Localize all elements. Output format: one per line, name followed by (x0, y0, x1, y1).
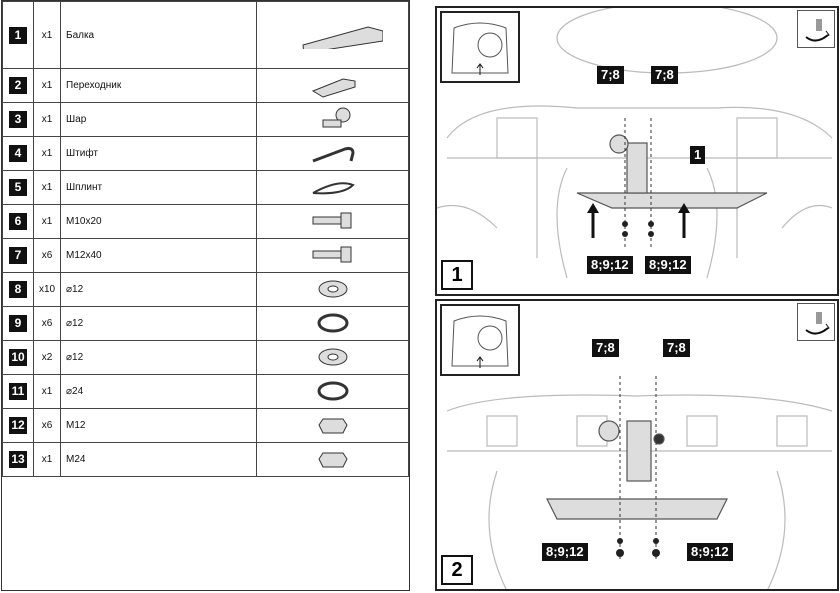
part-number: 4 (2, 136, 34, 171)
beam-icon (301, 25, 383, 63)
part-image (256, 68, 409, 103)
bolt-icon (312, 212, 351, 229)
callout-part-1: 1 (690, 146, 706, 164)
part-description: M24 (60, 442, 257, 477)
part-description: Переходник (60, 68, 257, 103)
part-image (256, 408, 409, 443)
part-number: 2 (2, 68, 34, 103)
callout-bottom-left: 8;9;12 (542, 543, 588, 561)
nut-icon (317, 452, 348, 468)
rotate-icon (797, 303, 835, 341)
bolt-icon (312, 246, 351, 263)
part-description: Шплинт (60, 170, 257, 205)
step-1-drawing (437, 8, 833, 279)
nut-icon (317, 418, 348, 434)
part-number: 9 (2, 306, 34, 341)
callout-bottom-right: 8;9;12 (645, 256, 691, 274)
part-description: M12 (60, 408, 257, 443)
callout-bottom-right: 8;9;12 (687, 543, 733, 561)
part-number: 12 (2, 408, 34, 443)
part-number: 6 (2, 204, 34, 239)
step-2-panel: 7;8 7;8 8;9;12 8;9;12 2 (435, 299, 839, 591)
step-1-panel: 7;8 7;8 1 8;9;12 8;9;12 1 (435, 6, 839, 296)
part-description: ⌀12 (60, 272, 257, 307)
part-description: ⌀12 (60, 340, 257, 375)
cotter-pin-icon (312, 182, 355, 195)
part-image (256, 136, 409, 171)
part-image (256, 1, 409, 69)
part-description: ⌀12 (60, 306, 257, 341)
part-description: M10x20 (60, 204, 257, 239)
part-quantity: x1 (33, 102, 61, 137)
part-description: ⌀24 (60, 374, 257, 409)
rotate-icon (797, 10, 835, 48)
vehicle-rear-thumbnail (440, 11, 520, 83)
part-quantity: x2 (33, 340, 61, 375)
callout-top-right: 7;8 (651, 66, 678, 84)
spring-washer-icon (317, 313, 348, 333)
part-quantity: x6 (33, 306, 61, 341)
part-quantity: x1 (33, 442, 61, 477)
part-image (256, 340, 409, 375)
pin-icon (311, 147, 355, 163)
part-image (256, 442, 409, 477)
part-quantity: x1 (33, 170, 61, 205)
callout-bottom-left: 8;9;12 (587, 256, 633, 274)
part-number: 7 (2, 238, 34, 273)
part-image (256, 306, 409, 341)
step-number: 1 (441, 260, 473, 290)
part-number: 3 (2, 102, 34, 137)
vehicle-rear-thumbnail (440, 304, 520, 376)
callout-top-right: 7;8 (663, 339, 690, 357)
part-number: 11 (2, 374, 34, 409)
part-number: 10 (2, 340, 34, 375)
part-description: Штифт (60, 136, 257, 171)
part-number: 8 (2, 272, 34, 307)
part-quantity: x1 (33, 374, 61, 409)
callout-top-left: 7;8 (592, 339, 619, 357)
part-number: 5 (2, 170, 34, 205)
part-quantity: x1 (33, 204, 61, 239)
part-description: M12x40 (60, 238, 257, 273)
step-number: 2 (441, 555, 473, 585)
part-description: Шар (60, 102, 257, 137)
part-image (256, 170, 409, 205)
step-2-drawing (446, 376, 833, 589)
part-quantity: x1 (33, 1, 61, 69)
part-description: Балка (60, 1, 257, 69)
part-image (256, 102, 409, 137)
flat-washer-icon (318, 280, 347, 298)
part-image (256, 204, 409, 239)
ball-icon (322, 107, 350, 128)
spring-washer-icon (317, 381, 348, 401)
flat-washer-icon (318, 348, 347, 366)
part-number: 13 (2, 442, 34, 477)
part-quantity: x10 (33, 272, 61, 307)
callout-top-left: 7;8 (597, 66, 624, 84)
adapter-icon (311, 78, 355, 98)
part-quantity: x6 (33, 408, 61, 443)
part-number: 1 (2, 1, 34, 69)
part-quantity: x1 (33, 136, 61, 171)
part-quantity: x6 (33, 238, 61, 273)
part-quantity: x1 (33, 68, 61, 103)
part-image (256, 272, 409, 307)
part-image (256, 374, 409, 409)
part-image (256, 238, 409, 273)
